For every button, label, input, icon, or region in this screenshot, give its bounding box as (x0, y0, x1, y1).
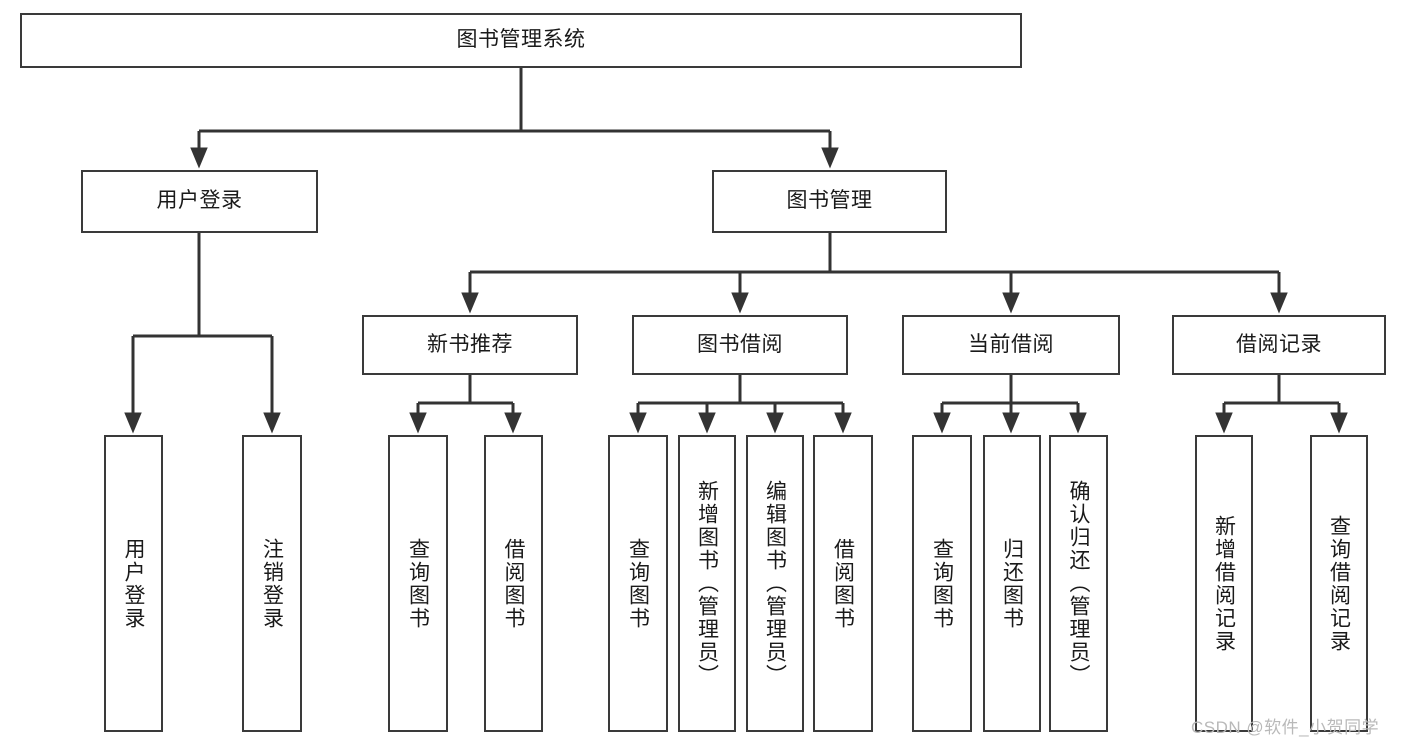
node-new-book-rec-label: 新书推荐 (427, 332, 513, 356)
node-leaf-query-book-1-label: 查询图书 (406, 537, 430, 630)
node-borrow-record[interactable]: 借阅记录 (1172, 315, 1386, 375)
node-current-borrow-label: 当前借阅 (968, 332, 1054, 356)
node-leaf-query-book-3-label: 查询图书 (930, 537, 954, 630)
node-leaf-add-record-label: 新增借阅记录 (1212, 514, 1236, 653)
node-new-book-rec[interactable]: 新书推荐 (362, 315, 578, 375)
node-user-login[interactable]: 用户登录 (81, 170, 318, 233)
node-leaf-query-record[interactable]: 查询借阅记录 (1310, 435, 1368, 732)
node-leaf-query-record-label: 查询借阅记录 (1327, 514, 1351, 653)
node-leaf-logout-login[interactable]: 注销登录 (242, 435, 302, 732)
node-leaf-borrow-book-1[interactable]: 借阅图书 (484, 435, 543, 732)
node-leaf-edit-book-label: 编辑图书（管理员） (763, 480, 787, 687)
node-leaf-query-book-1[interactable]: 查询图书 (388, 435, 448, 732)
node-leaf-logout-login-label: 注销登录 (260, 537, 284, 630)
node-leaf-borrow-book-1-label: 借阅图书 (502, 537, 525, 630)
node-leaf-edit-book[interactable]: 编辑图书（管理员） (746, 435, 804, 732)
node-root-label: 图书管理系统 (456, 28, 586, 52)
node-leaf-add-record[interactable]: 新增借阅记录 (1195, 435, 1253, 732)
node-book-borrow[interactable]: 图书借阅 (632, 315, 848, 375)
node-leaf-add-book[interactable]: 新增图书（管理员） (678, 435, 736, 732)
node-leaf-add-book-label: 新增图书（管理员） (695, 480, 719, 687)
node-leaf-borrow-book-2[interactable]: 借阅图书 (813, 435, 873, 732)
node-book-borrow-label: 图书借阅 (697, 332, 783, 356)
node-leaf-query-book-2-label: 查询图书 (626, 537, 650, 630)
node-leaf-confirm-return-label: 确认归还（管理员） (1067, 480, 1090, 687)
node-leaf-return-book[interactable]: 归还图书 (983, 435, 1041, 732)
node-leaf-confirm-return[interactable]: 确认归还（管理员） (1049, 435, 1108, 732)
node-borrow-record-label: 借阅记录 (1236, 332, 1322, 356)
node-root[interactable]: 图书管理系统 (20, 13, 1022, 68)
node-leaf-query-book-3[interactable]: 查询图书 (912, 435, 972, 732)
node-current-borrow[interactable]: 当前借阅 (902, 315, 1120, 375)
node-user-login-label: 用户登录 (156, 189, 243, 213)
node-book-manage-label: 图书管理 (786, 189, 873, 213)
watermark-text: CSDN @软件_小贺同学 (1191, 718, 1380, 737)
node-leaf-return-book-label: 归还图书 (1000, 537, 1024, 630)
node-leaf-user-login-label: 用户登录 (122, 537, 145, 630)
node-leaf-query-book-2[interactable]: 查询图书 (608, 435, 668, 732)
node-book-manage[interactable]: 图书管理 (712, 170, 947, 233)
node-leaf-borrow-book-2-label: 借阅图书 (831, 537, 855, 630)
node-leaf-user-login[interactable]: 用户登录 (104, 435, 163, 732)
